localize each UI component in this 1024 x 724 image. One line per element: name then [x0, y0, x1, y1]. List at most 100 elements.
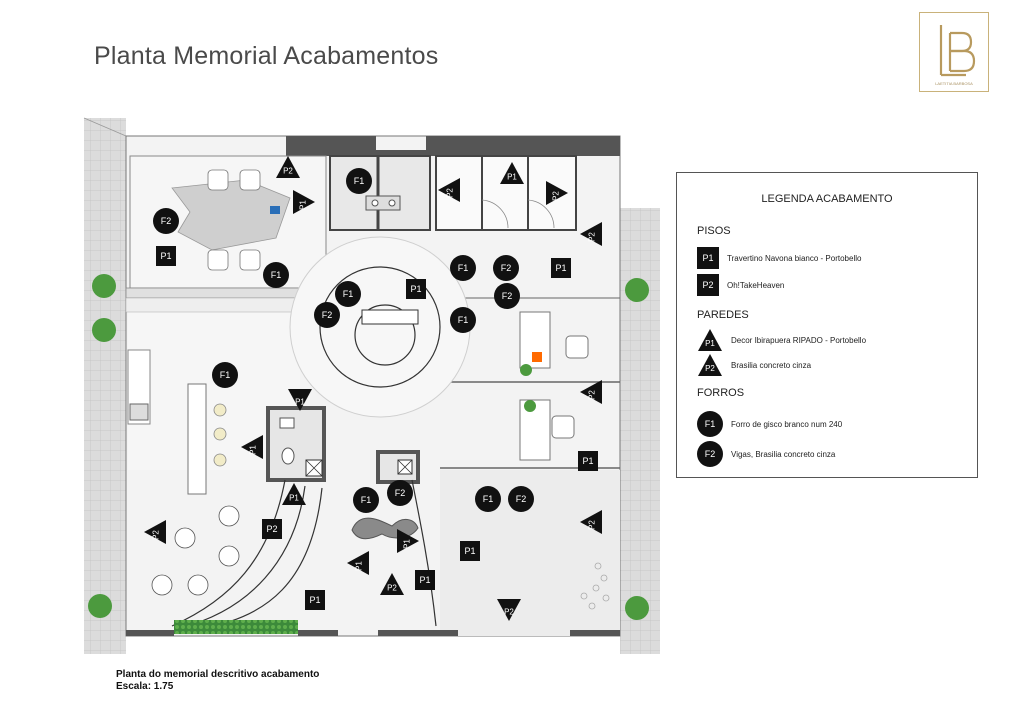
triangle-marker-shape [580, 222, 602, 246]
square-finish-marker: P2 [262, 519, 282, 539]
marker-code: P1 [582, 456, 593, 466]
kitchen-counter [127, 349, 227, 495]
legend-item-p2-wall: P2 Brasilia concreto cinza [697, 352, 811, 378]
marker-code: P1 [705, 339, 715, 348]
square-finish-marker: P1 [551, 258, 571, 278]
logo-caption: LAETITIA BARBOSA [935, 81, 973, 86]
plan-caption-title: Planta do memorial descritivo acabamento [116, 669, 320, 680]
marker-code: P1 [464, 546, 475, 556]
triangle-finish-marker: P2 [546, 181, 568, 205]
south-walls [126, 630, 620, 636]
reception-rotunda [289, 236, 471, 418]
circle-finish-marker: F1 [335, 281, 361, 307]
marker-code: P1 [295, 398, 305, 407]
circle-marker-shape [212, 362, 238, 388]
restroom-upper [329, 155, 431, 231]
circle-finish-marker: F2 [508, 486, 534, 512]
marker-code: P1 [507, 173, 517, 182]
marker-code: F1 [458, 315, 469, 325]
triangle-finish-marker: P2 [580, 380, 602, 404]
triangle-marker-shape [497, 599, 521, 621]
marker-code: P2 [266, 524, 277, 534]
office-desks [519, 311, 589, 461]
circle-finish-marker: F2 [493, 255, 519, 281]
triangle-finish-marker: P1 [282, 483, 306, 505]
marker-code: P2 [446, 188, 455, 198]
legend-desc: Forro de gisco branco num 240 [731, 419, 843, 429]
square-finish-marker: P1 [460, 541, 480, 561]
legend-desc: Vigas, Brasilia concreto cinza [731, 449, 836, 459]
marker-code: F1 [354, 176, 365, 186]
triangle-finish-marker: P2 [380, 573, 404, 595]
marker-code: P1 [419, 575, 430, 585]
marker-code: P1 [355, 561, 364, 571]
triangle-finish-marker: P2 [438, 178, 460, 202]
circle-marker-shape [493, 255, 519, 281]
square-marker-shape [460, 541, 480, 561]
circle-marker-shape [346, 168, 372, 194]
north-walls [286, 136, 620, 156]
triangle-marker-icon: P1 [697, 328, 723, 352]
legend-item-f2-ceiling: F2 Vigas, Brasilia concreto cinza [697, 441, 835, 467]
marker-code: P1 [410, 284, 421, 294]
triangle-finish-marker: P2 [144, 520, 166, 544]
marker-code: F2 [501, 263, 512, 273]
marker-code: P1 [555, 263, 566, 273]
marker-code: P2 [552, 191, 561, 201]
triangle-marker-shape [580, 380, 602, 404]
legend-desc: Travertino Navona bianco - Portobello [727, 253, 862, 263]
square-finish-marker: P1 [156, 246, 176, 266]
triangle-finish-marker: P1 [241, 435, 263, 459]
square-marker-shape [262, 519, 282, 539]
circle-marker-shape [335, 281, 361, 307]
triangle-marker-shape [546, 181, 568, 205]
legend-section-paredes: PAREDES [697, 309, 749, 321]
triangle-marker-shape [500, 162, 524, 184]
square-marker-shape [406, 279, 426, 299]
circle-marker-shape [508, 486, 534, 512]
circle-marker-shape [494, 283, 520, 309]
marker-code: F1 [458, 263, 469, 273]
planter [174, 620, 298, 634]
square-finish-marker: P1 [415, 570, 435, 590]
partition-walls [125, 287, 620, 469]
triangle-marker-shape [288, 389, 312, 411]
square-finish-marker: P1 [305, 590, 325, 610]
triangle-marker-shape [241, 435, 263, 459]
logo-monogram-icon [939, 25, 976, 77]
circle-finish-marker: F1 [353, 487, 379, 513]
circle-marker-shape [353, 487, 379, 513]
legend-title: LEGENDA ACABAMENTO [761, 193, 893, 205]
triangle-finish-marker: P2 [276, 156, 300, 178]
square-marker-shape [415, 570, 435, 590]
marker-code: F1 [220, 370, 231, 380]
plan-caption: Planta do memorial descritivo acabamento… [116, 669, 319, 693]
restroom-center [266, 406, 326, 482]
service-shaft [376, 450, 420, 484]
circle-finish-marker: F2 [494, 283, 520, 309]
legend-item-f1-ceiling: F1 Forro de gisco branco num 240 [697, 411, 842, 437]
circle-marker-shape [450, 255, 476, 281]
square-finish-marker: P1 [578, 451, 598, 471]
marker-code: F1 [343, 289, 354, 299]
circle-marker-shape [263, 262, 289, 288]
legend-desc: Brasilia concreto cinza [731, 360, 812, 370]
circle-marker-shape [387, 480, 413, 506]
marker-code: P1 [299, 200, 308, 210]
marker-code: P1 [249, 445, 258, 455]
legend-item-p1-floor: P1 Travertino Navona bianco - Portobello [697, 245, 861, 271]
marker-code: P2 [387, 584, 397, 593]
plan-scale: Escala: 1.75 [116, 681, 174, 692]
triangle-finish-marker: P1 [347, 551, 369, 575]
circle-marker-icon: F2 [697, 441, 723, 467]
marker-code: P2 [504, 608, 514, 617]
triangle-marker-shape [276, 156, 300, 178]
square-marker-shape [156, 246, 176, 266]
legend-desc: Decor Ibirapuera RIPADO - Portobello [731, 335, 867, 345]
outdoor-plants [88, 274, 649, 620]
marker-code: F1 [361, 495, 372, 505]
triangle-finish-marker: P1 [397, 529, 419, 553]
pebble-garden [580, 562, 610, 610]
triangle-finish-marker: P2 [497, 599, 521, 621]
